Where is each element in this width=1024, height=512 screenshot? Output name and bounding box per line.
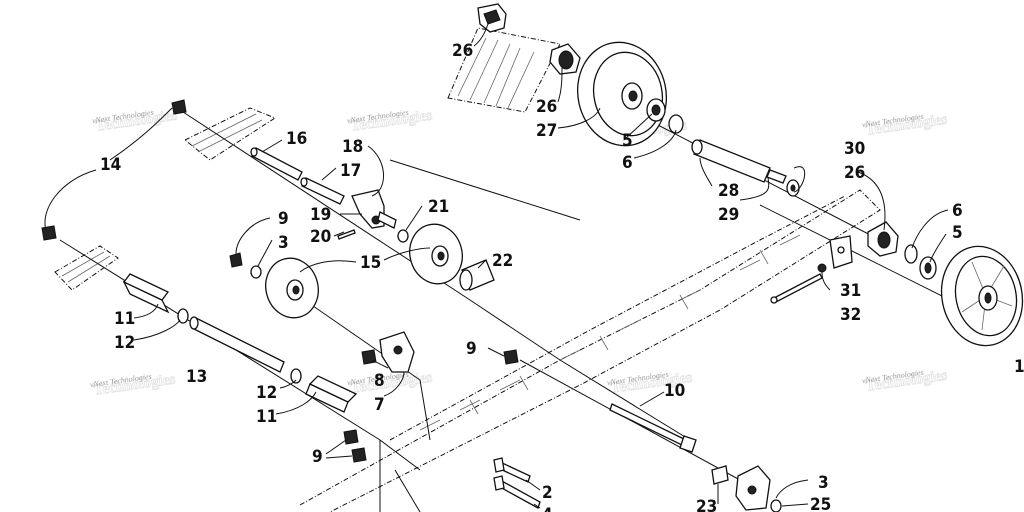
callout-3a: 3 — [278, 233, 289, 253]
callout-12a: 12 — [114, 333, 135, 353]
callout-5b: 5 — [952, 223, 963, 243]
part-11-tube-upper — [122, 273, 170, 314]
callout-31: 31 — [840, 281, 861, 301]
callout-13: 13 — [186, 367, 207, 387]
rail-frame-left-lower — [54, 245, 119, 291]
part-31-nut — [817, 263, 827, 273]
part-15-wheel-rear — [409, 223, 463, 285]
callout-26c: 26 — [844, 163, 865, 183]
part-12-ring-lower — [290, 368, 302, 384]
callout-29: 29 — [718, 205, 739, 225]
callout-15: 15 — [360, 253, 381, 273]
callout-17: 17 — [340, 161, 361, 181]
part-15-wheel-front — [265, 257, 319, 319]
part-32-bolt — [770, 273, 823, 304]
rail-frame-main — [299, 189, 881, 512]
callout-23: 23 — [696, 497, 717, 512]
callout-27: 27 — [536, 121, 557, 141]
part-16-tube — [250, 147, 303, 181]
part-14-cap-lower — [41, 225, 57, 241]
callout-9b: 9 — [466, 339, 477, 359]
part-20-pin — [337, 229, 356, 240]
callout-14: 14 — [100, 155, 121, 175]
callout-labels: 26 26 27 5 6 28 29 30 26 6 5 1 31 32 14 … — [100, 41, 1024, 512]
part-1-spoked-wheel — [940, 245, 1024, 347]
callout-25: 25 — [810, 495, 831, 512]
part-27-idler-wheel — [576, 41, 668, 147]
part-3-washer-a — [250, 265, 262, 279]
part-9-nut-b — [361, 349, 377, 365]
callout-4: 4 — [542, 505, 553, 512]
part-21-washer — [397, 229, 409, 243]
callout-6b: 6 — [952, 201, 963, 221]
part-right-bracket — [829, 235, 853, 269]
part-26-top-bracket — [477, 3, 507, 33]
part-13-long-tube — [189, 316, 285, 373]
callout-3b: 3 — [818, 473, 829, 493]
part-26-spacer-right — [867, 221, 899, 257]
part-6-ring-upper — [668, 114, 684, 134]
callout-8: 8 — [374, 371, 385, 391]
callout-2: 2 — [542, 483, 553, 503]
part-6-ring-right — [904, 244, 918, 264]
part-12-ring-upper — [177, 308, 189, 324]
part-11-tube-lower — [305, 375, 358, 413]
watermark-4: Technologies vNext Technologies — [861, 111, 948, 139]
callout-11a: 11 — [114, 309, 135, 329]
watermark-1: Technologies vNext Technologies — [91, 107, 178, 135]
part-14-cap-upper — [171, 99, 187, 115]
callout-32: 32 — [840, 305, 861, 325]
part-9-nut-c — [503, 349, 519, 365]
callout-1: 1 — [1014, 357, 1024, 377]
callout-11b: 11 — [256, 407, 277, 427]
leader-lines — [44, 23, 949, 509]
callout-28: 28 — [718, 181, 739, 201]
part-28-axle — [691, 139, 787, 184]
watermark-5: Technologies vNext Technologies — [89, 371, 176, 399]
callout-9a: 9 — [278, 209, 289, 229]
callout-26a: 26 — [452, 41, 473, 61]
callout-16: 16 — [286, 129, 307, 149]
part-25-washer — [770, 499, 782, 512]
part-9-nut-e — [351, 447, 367, 463]
part-30-washer — [786, 179, 800, 197]
watermark-2: Technologies vNext Technologies — [346, 107, 433, 135]
part-23-spacer — [711, 465, 729, 485]
rail-frame-upper — [447, 27, 561, 113]
part-10-long-bolt — [609, 403, 697, 453]
watermark-8: Technologies vNext Technologies — [861, 367, 948, 395]
part-22-spacer — [459, 259, 495, 291]
callout-9c: 9 — [312, 447, 323, 467]
callout-26b: 26 — [536, 97, 557, 117]
part-9-nut-d — [343, 429, 359, 445]
watermark-layer: Technologies vNext Technologies Technolo… — [89, 107, 948, 399]
callout-18: 18 — [342, 137, 363, 157]
callout-10: 10 — [664, 381, 685, 401]
callout-21: 21 — [428, 197, 449, 217]
callout-20: 20 — [310, 227, 331, 247]
rail-frame-left-upper — [184, 107, 277, 161]
callout-5a: 5 — [622, 131, 633, 151]
part-bottom-bracket — [735, 465, 771, 511]
callout-30: 30 — [844, 139, 865, 159]
part-9-nut-a — [229, 252, 243, 268]
part-19-bushing — [377, 211, 397, 229]
callout-12b: 12 — [256, 383, 277, 403]
part-17-tube — [300, 177, 345, 205]
part-5-bearing-upper — [646, 98, 666, 122]
part-5-bearing-right — [919, 256, 937, 280]
callout-22: 22 — [492, 251, 513, 271]
part-8-bracket — [379, 331, 415, 373]
part-18-arm — [351, 189, 385, 229]
part-26-spacer-upper — [549, 43, 581, 75]
callout-7: 7 — [374, 395, 385, 415]
part-4-bolt — [493, 475, 541, 509]
callout-6a: 6 — [622, 153, 633, 173]
callout-19: 19 — [310, 205, 331, 225]
